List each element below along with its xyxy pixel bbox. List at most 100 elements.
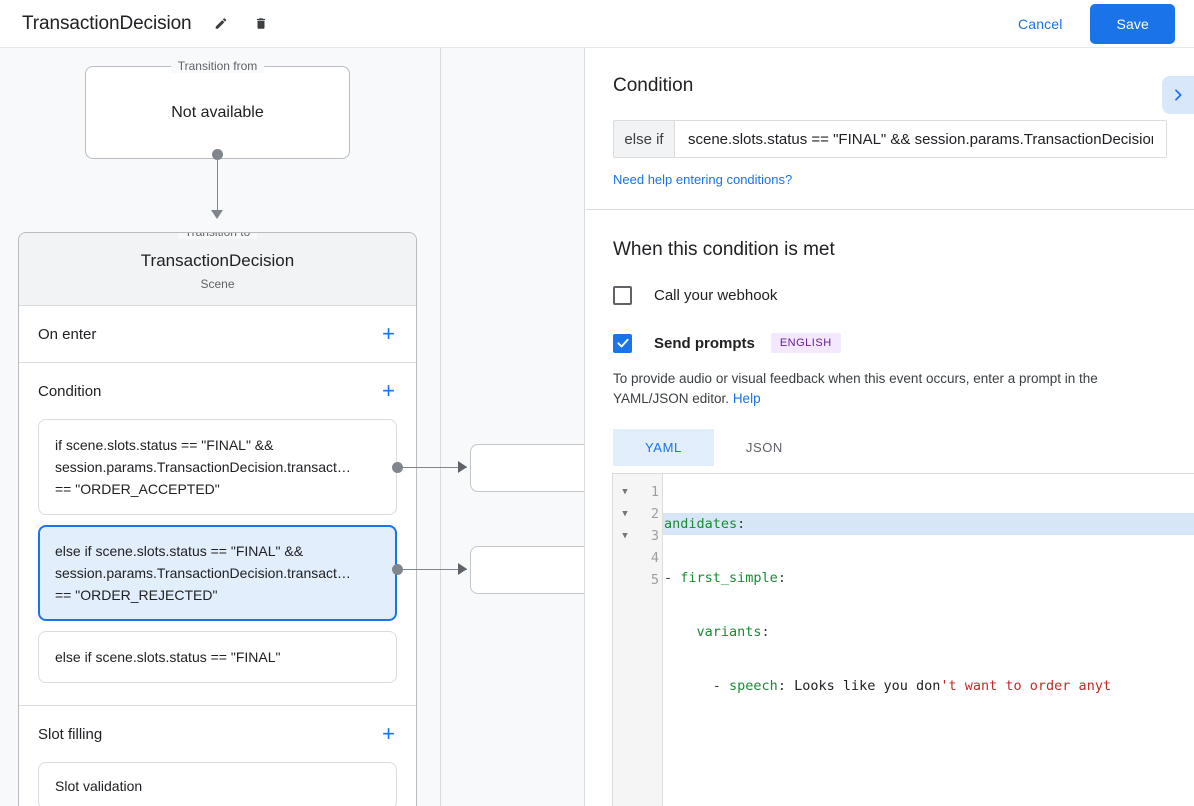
code-line-3: variants:	[663, 621, 1194, 643]
section-on-enter: On enter +	[19, 306, 416, 363]
fold-toggle-2[interactable]: ▼	[622, 509, 628, 519]
scene-card: Transition to TransactionDecision Scene …	[18, 232, 417, 806]
condition-line: session.params.TransactionDecision.trans…	[55, 565, 351, 581]
code-line-5	[663, 729, 1194, 751]
condition-line: == "ORDER_ACCEPTED"	[55, 481, 220, 497]
section-condition: Condition + if scene.slots.status == "FI…	[19, 363, 416, 706]
transition-from-card[interactable]: Transition from Not available	[85, 59, 350, 159]
code-colon: :	[737, 516, 746, 532]
editor-format-tabs: YAML JSON	[613, 429, 1167, 466]
send-prompts-checkbox[interactable]	[613, 333, 632, 353]
edge-line-condition-1	[397, 569, 467, 570]
scene-name: TransactionDecision	[140, 251, 295, 270]
when-condition-title: When this condition is met	[613, 239, 835, 260]
edge-arrow-condition-0	[458, 461, 467, 473]
condition-help-link[interactable]: Need help entering conditions?	[613, 172, 793, 187]
code-key: andidates	[664, 516, 738, 532]
prompts-hint: To provide audio or visual feedback when…	[613, 369, 1167, 409]
scene-subtitle: Scene	[200, 277, 235, 291]
condition-line: if scene.slots.status == "FINAL" &&	[55, 437, 274, 453]
panel-title: Condition	[613, 75, 694, 96]
edge-arrow-condition-1	[458, 563, 467, 575]
trash-icon[interactable]	[248, 11, 274, 37]
line-number: 1	[650, 484, 659, 500]
fold-toggle-1[interactable]: ▼	[622, 487, 628, 497]
section-header-condition: Condition +	[38, 363, 397, 419]
code-key: first_simple	[680, 570, 778, 586]
call-webhook-checkbox[interactable]	[613, 286, 632, 305]
editor-line-numbers: 1 2 3 4 5	[637, 474, 663, 806]
code-colon: :	[777, 570, 786, 586]
connector-arrow-down	[211, 210, 223, 219]
condition-prefix-label: else if	[614, 121, 675, 157]
panel-condition-section: Condition else if Need help entering con…	[586, 48, 1194, 210]
webhook-row[interactable]: Call your webhook	[613, 286, 1167, 305]
code-line-1: andidates:	[663, 513, 1194, 535]
target-node-1[interactable]	[470, 546, 584, 594]
call-webhook-label: Call your webhook	[654, 287, 778, 304]
editor-fold-column: ▼ ▼ ▼	[613, 474, 637, 806]
code-colon: :	[761, 624, 770, 640]
fold-toggle-3[interactable]: ▼	[622, 531, 628, 541]
line-number: 2	[650, 506, 659, 522]
code-line-4: - speech: Looks like you don't want to o…	[663, 675, 1194, 697]
condition-card-2[interactable]: else if scene.slots.status == "FINAL"	[38, 631, 397, 683]
save-button[interactable]: Save	[1090, 3, 1175, 44]
code-line-2: - first_simple:	[663, 567, 1194, 589]
add-on-enter-button[interactable]: +	[382, 321, 395, 346]
cancel-button[interactable]: Cancel	[1004, 8, 1076, 40]
section-header-on-enter: On enter +	[38, 306, 397, 362]
transition-from-legend: Transition from	[170, 59, 265, 73]
connector-line-vertical	[217, 154, 218, 212]
panel-when-section: When this condition is met Call your web…	[586, 210, 1194, 466]
code-value: Looks like you don	[785, 678, 941, 694]
prompts-help-link[interactable]: Help	[732, 391, 761, 406]
page-title: TransactionDecision	[22, 12, 192, 34]
send-prompts-label: Send prompts	[654, 334, 755, 352]
condition-card-1[interactable]: else if scene.slots.status == "FINAL" &&…	[38, 525, 397, 621]
editor-code-area[interactable]: andidates: - first_simple: variants: - s…	[663, 474, 1194, 806]
line-number: 5	[650, 572, 659, 588]
transition-to-legend: Transition to	[177, 233, 258, 239]
condition-line: else if scene.slots.status == "FINAL" &&	[55, 543, 304, 559]
condition-line: == "ORDER_REJECTED"	[55, 587, 218, 603]
add-condition-button[interactable]: +	[382, 378, 395, 403]
prompts-hint-text: To provide audio or visual feedback when…	[613, 371, 1098, 406]
add-slot-filling-button[interactable]: +	[382, 721, 395, 746]
line-number: 3	[650, 528, 659, 544]
condition-expression-input[interactable]	[675, 121, 1166, 157]
language-badge: ENGLISH	[770, 333, 841, 353]
condition-line: else if scene.slots.status == "FINAL"	[55, 649, 281, 665]
condition-input-row[interactable]: else if	[613, 120, 1167, 158]
tab-yaml[interactable]: YAML	[613, 429, 714, 466]
chevron-right-icon[interactable]	[1162, 76, 1194, 114]
section-title-on-enter: On enter	[38, 325, 97, 343]
code-indent: -	[664, 570, 681, 586]
code-indent	[664, 624, 697, 640]
canvas-guide-line	[440, 48, 441, 806]
code-colon: :	[777, 678, 786, 694]
line-number: 4	[650, 550, 659, 566]
section-title-condition: Condition	[38, 382, 102, 400]
scene-header[interactable]: TransactionDecision Scene	[19, 233, 416, 306]
send-prompts-row[interactable]: Send prompts ENGLISH	[613, 333, 1167, 353]
condition-card-0[interactable]: if scene.slots.status == "FINAL" && sess…	[38, 419, 397, 515]
code-key: variants	[696, 624, 762, 640]
target-node-0[interactable]	[470, 444, 584, 492]
app-header: TransactionDecision Cancel Save	[0, 0, 1194, 48]
section-header-slot-filling: Slot filling +	[38, 706, 397, 762]
section-title-slot-filling: Slot filling	[38, 725, 103, 743]
slot-validation-card[interactable]: Slot validation	[38, 762, 397, 806]
flow-canvas[interactable]: Transition from Not available Transition…	[0, 48, 585, 806]
transition-from-value: Not available	[171, 103, 264, 121]
code-key: speech	[729, 678, 778, 694]
tab-json[interactable]: JSON	[714, 429, 815, 466]
pencil-icon[interactable]	[208, 11, 234, 37]
slot-filling-list: Slot validation	[38, 762, 397, 806]
section-slot-filling: Slot filling + Slot validation	[19, 706, 416, 806]
code-indent: -	[664, 678, 730, 694]
condition-list: if scene.slots.status == "FINAL" && sess…	[38, 419, 397, 705]
yaml-editor[interactable]: ▼ ▼ ▼ 1 2 3 4 5 andidates: - first_simpl…	[612, 473, 1194, 806]
code-string: 't want to order anyt	[940, 678, 1112, 694]
edge-line-condition-0	[397, 467, 467, 468]
